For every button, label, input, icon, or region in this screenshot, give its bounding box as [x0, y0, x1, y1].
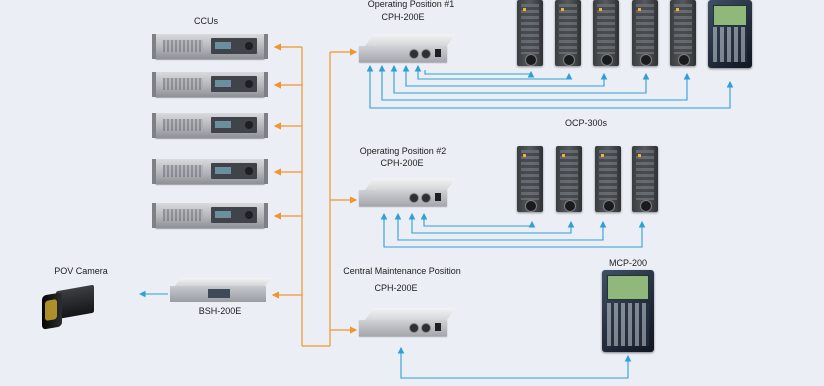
- cph-200e-op2-icon: [359, 178, 456, 206]
- ccu-unit-icon: [152, 34, 268, 59]
- mcp-200-panel-icon: [602, 270, 654, 352]
- op2-model: CPH-200E: [380, 158, 424, 168]
- pov-camera-icon: [42, 284, 112, 334]
- op2-title: Operating Position #2: [359, 146, 447, 156]
- ocp-panel-icon: [595, 146, 621, 212]
- cph-200e-op1-icon: [359, 34, 456, 62]
- ocp-panel-icon: [632, 0, 658, 66]
- bsh-label: BSH-200E: [198, 306, 242, 316]
- pov-camera-label: POV Camera: [54, 266, 108, 276]
- ocp-panel-icon: [517, 0, 543, 66]
- ocp-panel-icon: [670, 0, 696, 66]
- ccus-label: CCUs: [194, 16, 218, 26]
- ccu-unit-icon: [152, 72, 268, 97]
- ccu-unit-icon: [152, 203, 268, 228]
- ccu-unit-icon: [152, 113, 268, 138]
- cmp-title: Central Maintenance Position: [343, 266, 461, 276]
- bsh-200e-icon: [170, 278, 271, 302]
- mcp-panel-op1-icon: [708, 0, 752, 68]
- ocp-panel-icon: [556, 146, 582, 212]
- mcp-label: MCP-200: [608, 258, 648, 268]
- ocp-panel-icon: [632, 146, 658, 212]
- ocp-panel-icon: [555, 0, 581, 66]
- ccu-unit-icon: [152, 159, 268, 184]
- op1-title: Operating Position #1: [367, 0, 455, 9]
- cmp-model: CPH-200E: [374, 283, 418, 293]
- op1-model: CPH-200E: [381, 12, 425, 22]
- ocp-panel-icon: [517, 146, 543, 212]
- ocp-label: OCP-300s: [564, 118, 608, 128]
- cph-200e-maintenance-icon: [359, 308, 456, 336]
- ocp-panel-icon: [593, 0, 619, 66]
